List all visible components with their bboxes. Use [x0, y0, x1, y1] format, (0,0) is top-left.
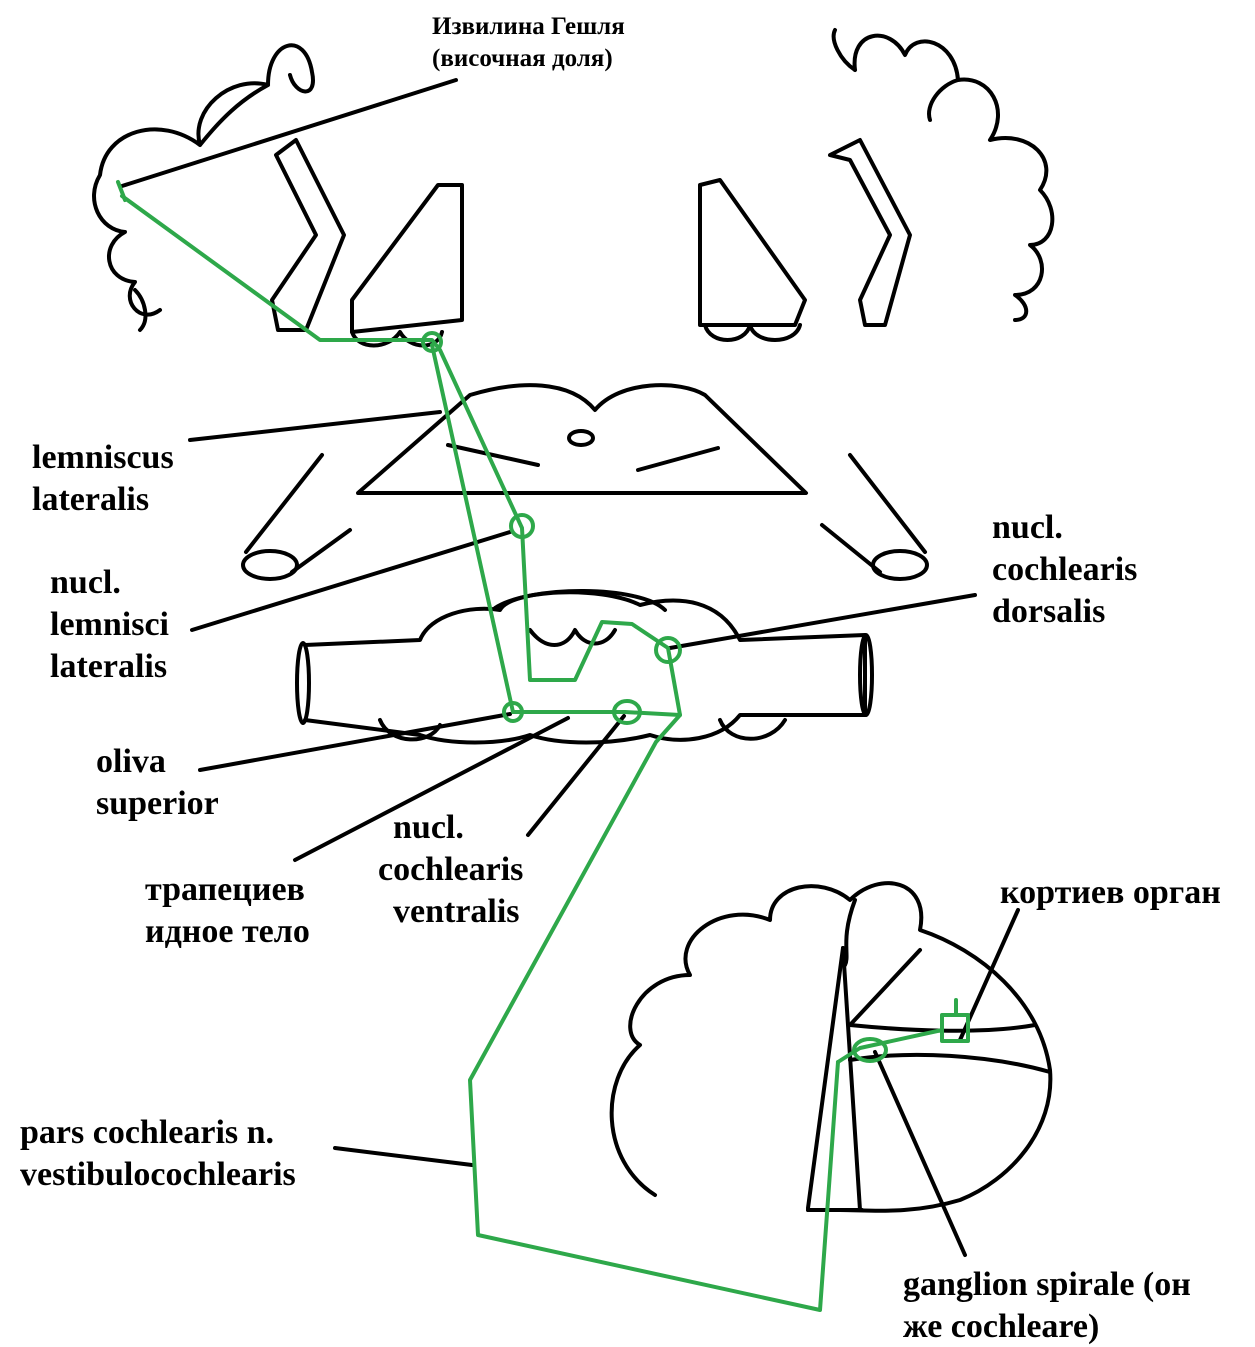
cochlea-upper-bulge	[845, 900, 855, 965]
ganglion-leader	[875, 1052, 965, 1255]
lemniscus-leader	[190, 412, 440, 440]
dorsalis-leader	[670, 595, 975, 648]
dorsalis-label-1: nucl.	[992, 509, 1063, 546]
ventralis-label-1: nucl.	[393, 809, 464, 846]
midbrain	[243, 385, 927, 579]
scala-line-upper	[850, 950, 920, 1025]
pons-bottom-bumps	[380, 720, 785, 739]
midbrain-outline	[358, 385, 806, 493]
right-substantia-line	[638, 448, 718, 470]
right-hemisphere	[700, 30, 1052, 340]
right-geniculate-bumps	[705, 325, 800, 340]
nucl-lemn-label-1: nucl.	[50, 564, 121, 601]
trapez-label-1: трапециев	[145, 871, 305, 908]
nucl-lemn-label-3: lateralis	[50, 648, 167, 685]
heschl-label-1: Извилина Гешля	[432, 13, 625, 40]
pars-leader	[335, 1148, 472, 1165]
right-insula-chevron	[830, 140, 910, 325]
right-cortex-outline	[834, 30, 1053, 320]
pons-body-outline	[305, 592, 865, 742]
pars-label-1: pars cochlearis n.	[20, 1114, 274, 1151]
ventralis-label-3: ventralis	[393, 893, 520, 930]
lemniscus-label-2: lateralis	[32, 481, 149, 518]
left-insula-chevron	[272, 140, 344, 330]
pathway-olive-branch	[432, 345, 513, 712]
right-peduncle-end	[873, 551, 927, 579]
lemniscus-label-1: lemniscus	[32, 439, 174, 476]
nucl-lemn-leader	[192, 532, 510, 630]
ventralis-leader	[528, 716, 624, 835]
right-cerebral-peduncle	[822, 455, 925, 572]
oliva-label-2: superior	[96, 785, 219, 822]
ventralis-label-2: cochlearis	[378, 851, 523, 888]
dorsalis-label-2: cochlearis	[992, 551, 1137, 588]
ganglion-label-2: же cochleare)	[903, 1308, 1099, 1345]
pathway-cross-branch	[513, 712, 680, 715]
dorsalis-label-3: dorsalis	[992, 593, 1105, 630]
left-cerebral-peduncle	[246, 455, 350, 572]
pars-label-2: vestibulocochlearis	[20, 1156, 296, 1193]
trapez-label-2: идное тело	[145, 913, 310, 950]
pons-left-end	[297, 643, 309, 723]
pons	[297, 591, 872, 743]
heschl-label-2: (височная доля)	[432, 45, 613, 72]
left-peduncle-end	[243, 551, 297, 579]
left-thalamus-triangle	[352, 185, 462, 332]
right-thalamus-triangle	[700, 180, 805, 325]
left-cortex-outline	[94, 45, 313, 314]
corti-label: кортиев орган	[1000, 874, 1221, 911]
cerebral-aqueduct	[569, 431, 593, 445]
leader-lines	[122, 80, 1018, 1255]
left-hemisphere	[94, 45, 462, 345]
ganglion-label-1: ganglion spirale (он	[903, 1266, 1191, 1303]
fourth-ventricle-lobes	[530, 630, 615, 645]
oliva-label-1: oliva	[96, 743, 166, 780]
nucl-lemn-label-2: lemnisci	[50, 606, 169, 643]
labels: Извилина Гешля (височная доля) lemniscus…	[20, 13, 1221, 1345]
modiolus-right	[843, 948, 860, 1210]
